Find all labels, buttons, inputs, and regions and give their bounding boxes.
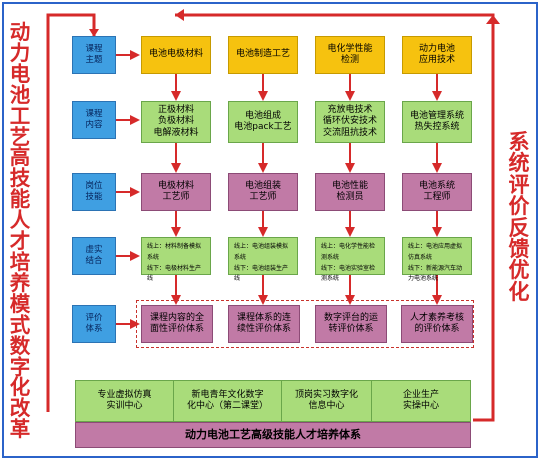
topic-box: 电化学性能 检测 [315, 36, 385, 74]
offline-text: 线下：电池实验室检测系统 [321, 264, 376, 283]
offline-text: 线下：电池组装生产线 [234, 264, 289, 283]
skill-box: 电池组装 工艺师 [228, 173, 298, 211]
bottom-center-box: 专业虚拟仿真 实训中心 [75, 380, 173, 422]
virtual-real-box: 线上：材料制备模拟系统 线下：电极材料生产线 [141, 237, 211, 282]
topic-box: 动力电池 应用技术 [402, 36, 472, 74]
skill-box: 电极材料 工艺师 [141, 173, 211, 211]
online-text: 线上：电池应用虚拟仿真系统 [408, 243, 463, 261]
loop-arrowhead-top [175, 9, 184, 21]
content-box: 电池管理系统 热失控系统 [402, 101, 472, 143]
online-text: 线上：电池组装模拟系统 [234, 243, 289, 261]
bottom-center-box: 企业生产 实操中心 [371, 380, 471, 422]
offline-text: 线下：新能源汽车动力电池系统 [408, 264, 463, 283]
loop-arrowhead-left [89, 29, 99, 37]
evaluation-box: 数字评台的运 转评价体系 [315, 305, 387, 343]
content-box: 电池组成 电池pack工艺 [228, 101, 298, 143]
row-label-job-skill: 岗位 技能 [72, 173, 116, 211]
virtual-real-box: 线上：电化学性能检测系统 线下：电池实验室检测系统 [315, 237, 385, 282]
row-label-virtual-real: 虚实 结合 [72, 237, 116, 275]
row-label-course-content: 课程 内容 [72, 101, 116, 139]
virtual-real-box: 线上：电池应用虚拟仿真系统 线下：新能源汽车动力电池系统 [402, 237, 472, 282]
bottom-title-bar: 动力电池工艺高级技能人才培养体系 [75, 422, 471, 448]
bottom-center-box: 顶岗实习数字化 信息中心 [281, 380, 371, 422]
online-text: 线上：材料制备模拟系统 [147, 243, 202, 261]
evaluation-box: 课程体系的连 续性评价体系 [228, 305, 300, 343]
evaluation-box: 人才素养考核 的评价体系 [401, 305, 473, 343]
content-box: 正极材料 负极材料 电解液材料 [141, 101, 211, 143]
right-vertical-title: 系统评价反馈优化 [508, 130, 530, 304]
feedback-loop-arrow [46, 13, 495, 422]
skill-box: 电池性能 检测员 [315, 173, 385, 211]
bottom-center-box: 新电青年文化数字 化中心（第二课堂） [173, 380, 281, 422]
topic-box: 电池电极材料 [141, 36, 211, 74]
content-box: 充放电技术 循环伏安技术 交流阻抗技术 [315, 101, 385, 143]
left-vertical-title: 动力电池工艺高技能人才培养模式数字化改革 [9, 20, 31, 442]
row-label-course-topic: 课程 主题 [72, 36, 116, 74]
offline-text: 线下：电极材料生产线 [147, 264, 202, 283]
evaluation-box: 课程内容的全 面性评价体系 [141, 305, 213, 343]
topic-box: 电池制造工艺 [228, 36, 298, 74]
skill-box: 电池系统 工程师 [402, 173, 472, 211]
virtual-real-box: 线上：电池组装模拟系统 线下：电池组装生产线 [228, 237, 298, 282]
row-label-evaluation: 评价 体系 [72, 305, 116, 343]
loop-arrowhead-right [486, 15, 500, 24]
evaluation-dashed-frame [136, 300, 474, 348]
online-text: 线上：电化学性能检测系统 [321, 243, 376, 261]
